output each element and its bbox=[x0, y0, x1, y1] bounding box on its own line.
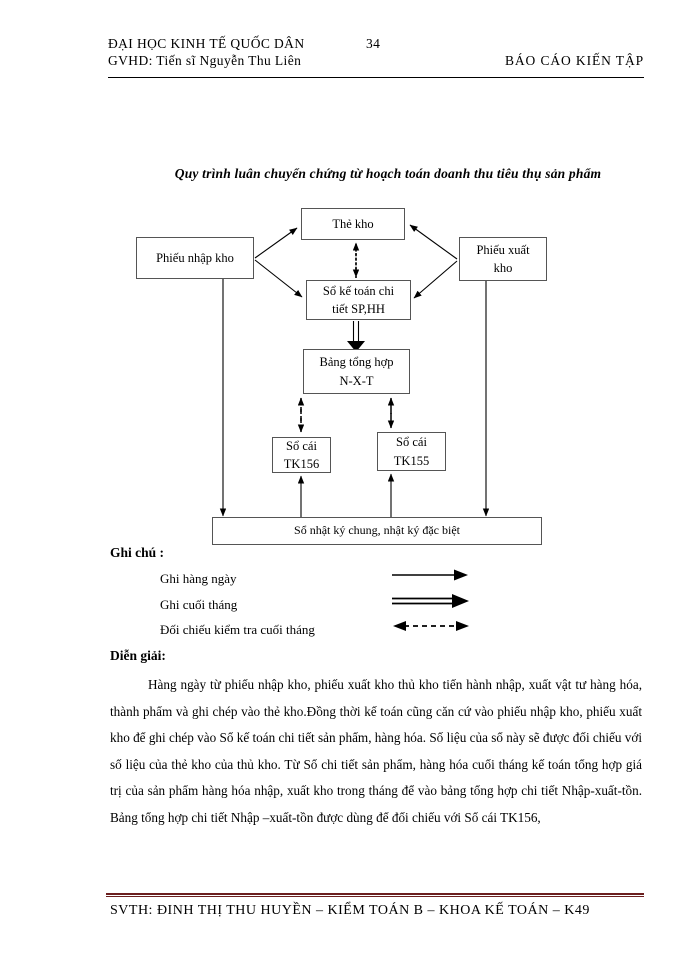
node-so-cai-tk156-label-line2: TK156 bbox=[283, 457, 320, 471]
diagram-title: Quy trình luân chuyển chứng từ hoạch toá… bbox=[174, 166, 602, 181]
node-bang-tong-hop-label-line2: N-X-T bbox=[339, 373, 374, 388]
university-name: ĐẠI HỌC KINH TẾ QUỐC DÂN bbox=[108, 36, 305, 51]
node-phieu-xuat-kho-label-line1: Phiếu xuất bbox=[476, 242, 530, 257]
header-row-bottom: GVHD: Tiến sĩ Nguyễn Thu Liên BÁO CÁO KI… bbox=[108, 53, 644, 70]
node-so-cai-tk155[interactable]: Sổ cái TK155 bbox=[377, 432, 446, 471]
legend-item-ghi-cuoi-thang: Ghi cuối tháng bbox=[160, 597, 238, 612]
report-title: BÁO CÁO KIẾN TẬP bbox=[504, 53, 644, 68]
explanation-paragraph: Hàng ngày từ phiếu nhập kho, phiếu xuất … bbox=[110, 677, 642, 825]
node-so-ke-toan-chi-tiet[interactable]: Sổ kế toán chi tiết SP,HH bbox=[306, 280, 411, 320]
solid-arrow-icon bbox=[392, 568, 472, 587]
node-so-ke-toan-label-line1: Sổ kế toán chi bbox=[322, 283, 395, 298]
node-phieu-xuat-kho-label-line2: kho bbox=[493, 261, 513, 275]
node-the-kho-label: Thẻ kho bbox=[332, 216, 374, 231]
footer-text: SVTH: ĐINH THỊ THU HUYỀN – KIỂM TOÁN B –… bbox=[110, 903, 590, 918]
legend-item-ghi-hang-ngay: Ghi hàng ngày bbox=[160, 571, 237, 586]
node-the-kho[interactable]: Thẻ kho bbox=[301, 208, 405, 240]
node-so-cai-tk156[interactable]: Sổ cái TK156 bbox=[272, 437, 331, 473]
node-phieu-nhap-kho[interactable]: Phiếu nhập kho bbox=[136, 237, 254, 279]
node-phieu-xuat-kho[interactable]: Phiếu xuất kho bbox=[459, 237, 547, 281]
legend-item-doi-chieu-kiem-tra: Đối chiếu kiểm tra cuối tháng bbox=[160, 622, 315, 637]
page-number: 34 bbox=[366, 36, 381, 51]
node-so-cai-tk155-label-line1: Sổ cái bbox=[396, 435, 427, 450]
node-bang-tong-hop-nxt[interactable]: Bảng tổng hợp N-X-T bbox=[303, 349, 410, 394]
page-header: ĐẠI HỌC KINH TẾ QUỐC DÂN 34 GVHD: Tiến s… bbox=[108, 36, 644, 70]
header-divider bbox=[108, 77, 644, 78]
legend-heading: Ghi chú : bbox=[110, 545, 165, 560]
node-so-ke-toan-label-line2: tiết SP,HH bbox=[332, 302, 385, 316]
header-row-top: ĐẠI HỌC KINH TẾ QUỐC DÂN 34 bbox=[108, 36, 644, 53]
node-so-nhat-ky-label: Sổ nhật ký chung, nhật ký đặc biệt bbox=[294, 523, 460, 538]
double-line-arrow-icon bbox=[392, 593, 472, 614]
node-so-cai-tk156-label-line1: Sổ cái bbox=[286, 438, 317, 453]
node-so-nhat-ky-chung[interactable]: Sổ nhật ký chung, nhật ký đặc biệt bbox=[212, 517, 542, 545]
node-so-cai-tk155-label-line2: TK155 bbox=[393, 453, 430, 468]
explanation-heading: Diễn giải: bbox=[110, 648, 166, 663]
advisor-name: GVHD: Tiến sĩ Nguyễn Thu Liên bbox=[108, 53, 302, 68]
footer-divider bbox=[106, 893, 644, 897]
node-bang-tong-hop-label-line1: Bảng tổng hợp bbox=[319, 355, 394, 370]
dashed-double-arrow-icon bbox=[392, 619, 472, 638]
node-phieu-nhap-kho-label: Phiếu nhập kho bbox=[156, 250, 234, 265]
